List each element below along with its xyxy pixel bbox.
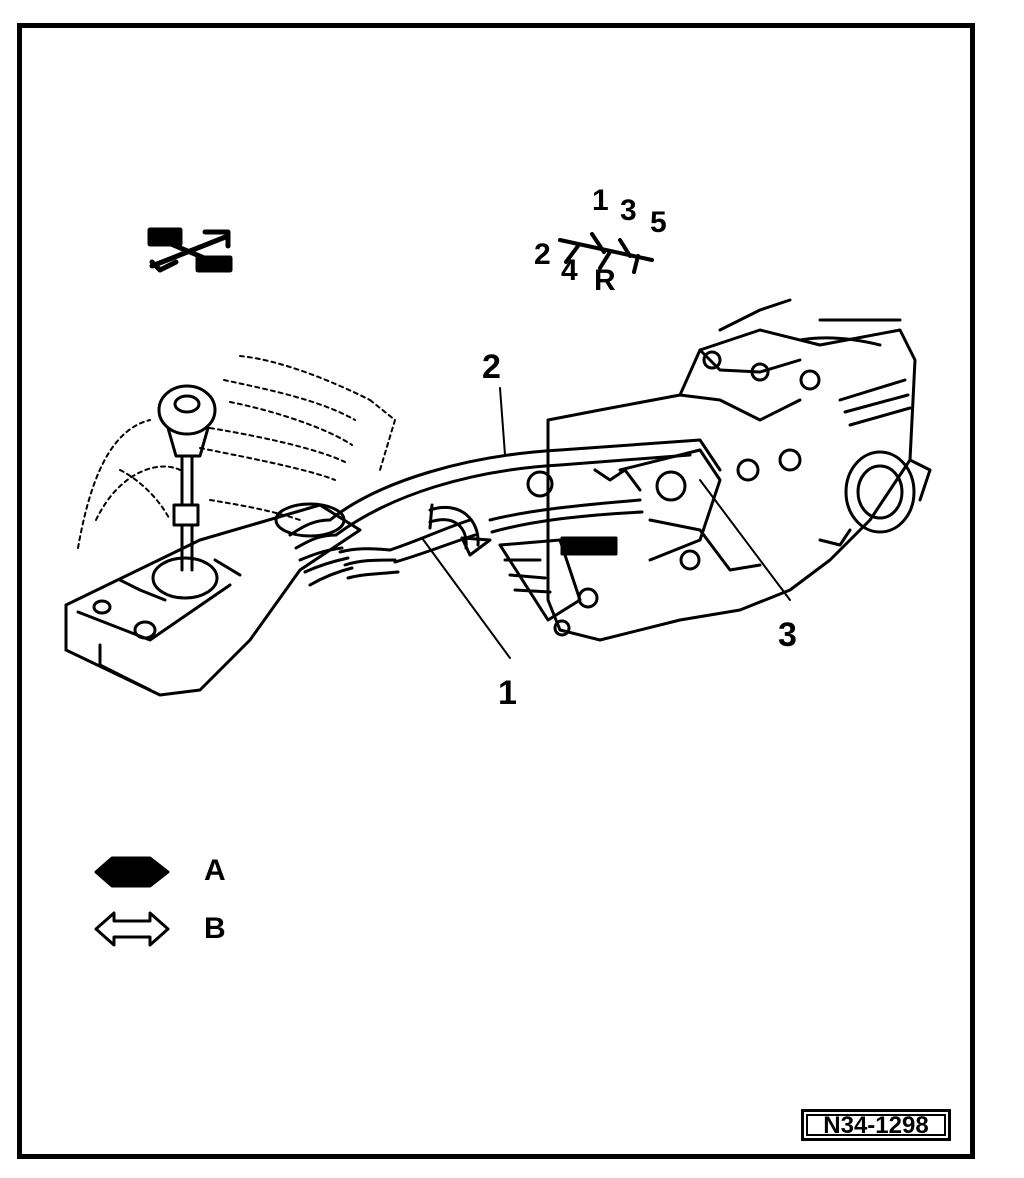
legend-label-a: A xyxy=(204,854,226,887)
gear-label-5: 5 xyxy=(650,206,667,239)
gear-label-2: 2 xyxy=(534,238,551,271)
callout-2: 2 xyxy=(482,348,501,386)
callout-3: 3 xyxy=(778,616,797,654)
gear-label-1: 1 xyxy=(592,184,609,217)
gear-label-r: R xyxy=(594,264,616,297)
gearbox xyxy=(498,298,932,642)
floor-outline xyxy=(77,355,396,549)
gear-label-3: 3 xyxy=(620,194,637,227)
arrow-outline-icon xyxy=(94,911,170,947)
leader-lines xyxy=(421,387,791,659)
gear-label-4: 4 xyxy=(561,254,578,287)
cable-boots xyxy=(288,518,400,587)
drawing-frame xyxy=(17,23,975,1159)
shift-gate-diagram xyxy=(558,232,654,274)
tool-icon xyxy=(147,227,233,273)
legend-label-b: B xyxy=(204,912,226,945)
shift-housing xyxy=(64,502,362,697)
figure-reference: N34-1298 xyxy=(801,1109,951,1141)
rotation-arrow-icon xyxy=(428,503,492,557)
shift-lever xyxy=(157,384,217,572)
arrow-solid-icon xyxy=(94,856,170,888)
callout-1: 1 xyxy=(498,674,517,712)
